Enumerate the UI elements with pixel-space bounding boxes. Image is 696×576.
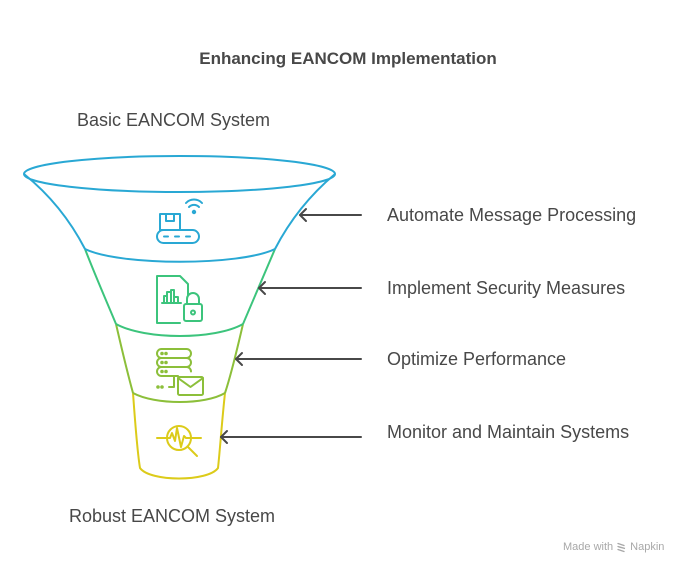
diagram-title: Enhancing EANCOM Implementation (199, 49, 497, 68)
secure-document-chart-icon (156, 275, 203, 324)
server-mail-icon (156, 348, 204, 396)
arrow-stage-3 (235, 352, 362, 366)
arrow-stage-4 (220, 430, 362, 444)
napkin-logo-icon (617, 542, 626, 552)
napkin-brand-text: Napkin (630, 541, 665, 553)
funnel-segment-1 (23, 155, 336, 263)
arrow-stage-1 (299, 208, 362, 222)
conveyor-wifi-icon (156, 198, 203, 244)
funnel-segment-4 (132, 392, 226, 480)
pulse-search-icon (156, 425, 202, 457)
funnel-segment-3 (115, 323, 244, 403)
made-with-text: Made with (563, 541, 614, 553)
funnel-top-label: Basic EANCOM System (77, 110, 271, 130)
stage-label-2: Implement Security Measures (387, 278, 626, 298)
stage-label-4: Monitor and Maintain Systems (387, 422, 630, 442)
arrow-stage-2 (258, 281, 362, 295)
stage-label-3: Optimize Performance (387, 349, 567, 369)
stage-label-1: Automate Message Processing (387, 205, 637, 225)
napkin-watermark[interactable]: Made with Napkin (563, 541, 664, 553)
funnel-bottom-label: Robust EANCOM System (69, 506, 276, 526)
